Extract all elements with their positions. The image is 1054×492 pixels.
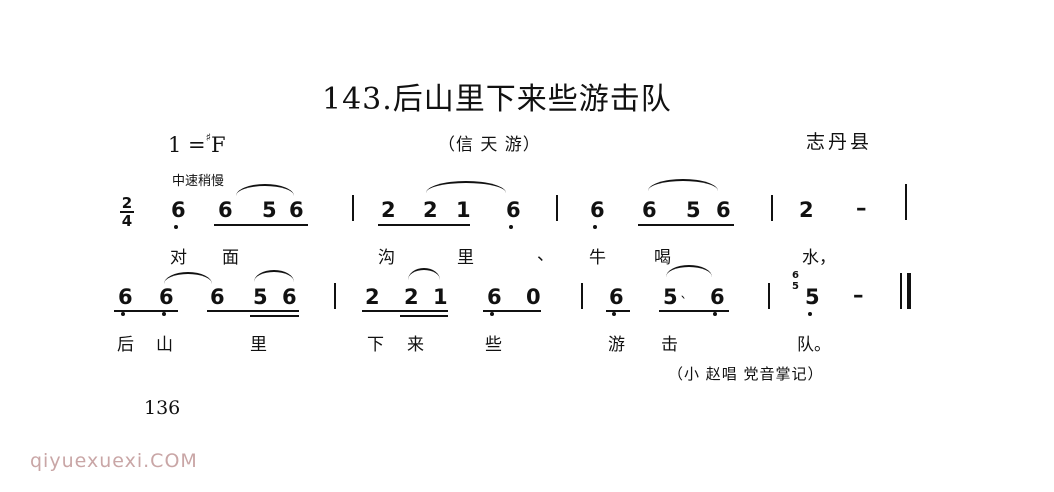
lyric: 队。 [797, 335, 831, 355]
slur [666, 265, 712, 277]
note: 6 [118, 285, 133, 309]
note: 1 [456, 198, 471, 222]
note-dot-below [509, 225, 513, 229]
note: 6 [716, 198, 731, 222]
lyric: 对 [170, 248, 187, 268]
sixteenth-beam [400, 315, 448, 317]
lyric: 游 [608, 335, 625, 355]
note-dot-below [593, 225, 597, 229]
lyric: 击 [661, 335, 678, 355]
note-dot-below [162, 312, 166, 316]
note: 0 [526, 285, 541, 309]
barline [771, 195, 773, 221]
lyric: 、 [537, 245, 554, 265]
note: 6 [506, 198, 521, 222]
slur [648, 179, 718, 191]
eighth-beam [606, 310, 630, 312]
barline [556, 195, 558, 221]
note: 5 [686, 198, 701, 222]
key-note: F [210, 133, 226, 157]
lyric: 来 [407, 335, 424, 355]
note: 6 [159, 285, 174, 309]
note: 6 [590, 198, 605, 222]
eighth-beam [214, 224, 308, 226]
note: 6 [282, 285, 297, 309]
barline [334, 283, 336, 309]
eighth-beam [114, 310, 178, 312]
lyric: 牛 [589, 248, 606, 268]
note: 2 [799, 198, 814, 222]
watermark: qiyuexuexi.COM [30, 450, 198, 472]
note: 6 [218, 198, 233, 222]
dash: – [856, 196, 867, 220]
note-dot-below [808, 312, 812, 316]
dash: – [853, 283, 864, 307]
note-dot-below [490, 312, 494, 316]
note: 6 [710, 285, 725, 309]
performer-credit: （小 赵唱 党音掌记） [668, 365, 824, 383]
note: 6 [171, 198, 186, 222]
eighth-beam [638, 224, 734, 226]
note: 2 [404, 285, 419, 309]
lyric: 喝 [654, 248, 671, 268]
eighth-beam [378, 224, 470, 226]
eighth-beam [659, 310, 729, 312]
lyric: 里 [250, 335, 267, 355]
barline [581, 283, 583, 309]
key-label: 1 = [168, 133, 206, 157]
note: 6 [487, 285, 502, 309]
song-genre: （信 天 游） [438, 135, 541, 155]
final-barline-thin [900, 273, 902, 309]
page-number: 136 [144, 397, 181, 419]
tempo-marking: 中速稍慢 [172, 174, 225, 189]
sharp-icon: ♯ [205, 131, 211, 144]
lyric: 沟 [378, 248, 395, 268]
lyric: 水， [802, 248, 836, 268]
lyric: 山 [156, 335, 173, 355]
note: 5 [663, 285, 678, 309]
lyric: 里 [457, 248, 474, 268]
page-title: 143.后山里下来些游击队 [322, 82, 672, 117]
lyric: 面 [222, 248, 239, 268]
final-barline-thick [907, 273, 911, 309]
slur [164, 272, 212, 284]
time-signature-bottom: 4 [121, 212, 133, 230]
note-dot-below [612, 312, 616, 316]
lyric: 下 [367, 335, 384, 355]
barline [768, 283, 770, 309]
eighth-beam [483, 310, 541, 312]
slur [254, 270, 294, 282]
time-signature-divider [120, 211, 134, 213]
note-dot-below [121, 312, 125, 316]
note-dot-below [713, 312, 717, 316]
time-signature-top: 2 [121, 194, 133, 212]
breath-mark: ˎ [680, 281, 688, 299]
note: 2 [365, 285, 380, 309]
note: 5 [253, 285, 268, 309]
key-signature: 1 =♯F [168, 131, 226, 157]
note: 6 [210, 285, 225, 309]
note: 6 [289, 198, 304, 222]
note: 2 [381, 198, 396, 222]
eighth-beam [362, 310, 448, 312]
note: 2 [423, 198, 438, 222]
barline [905, 184, 907, 220]
lyric: 后 [117, 335, 134, 355]
slur [426, 181, 506, 193]
note: 5 [262, 198, 277, 222]
eighth-beam [207, 310, 299, 312]
sixteenth-beam [250, 315, 299, 317]
slur [408, 268, 440, 280]
lyric: 些 [485, 335, 502, 355]
slur [236, 184, 294, 196]
note: 6 [642, 198, 657, 222]
barline [352, 195, 354, 221]
note-dot-below [174, 225, 178, 229]
note: 6 [609, 285, 624, 309]
note: 1 [433, 285, 448, 309]
song-region: 志丹县 [806, 131, 873, 153]
note: 5 [805, 285, 820, 309]
